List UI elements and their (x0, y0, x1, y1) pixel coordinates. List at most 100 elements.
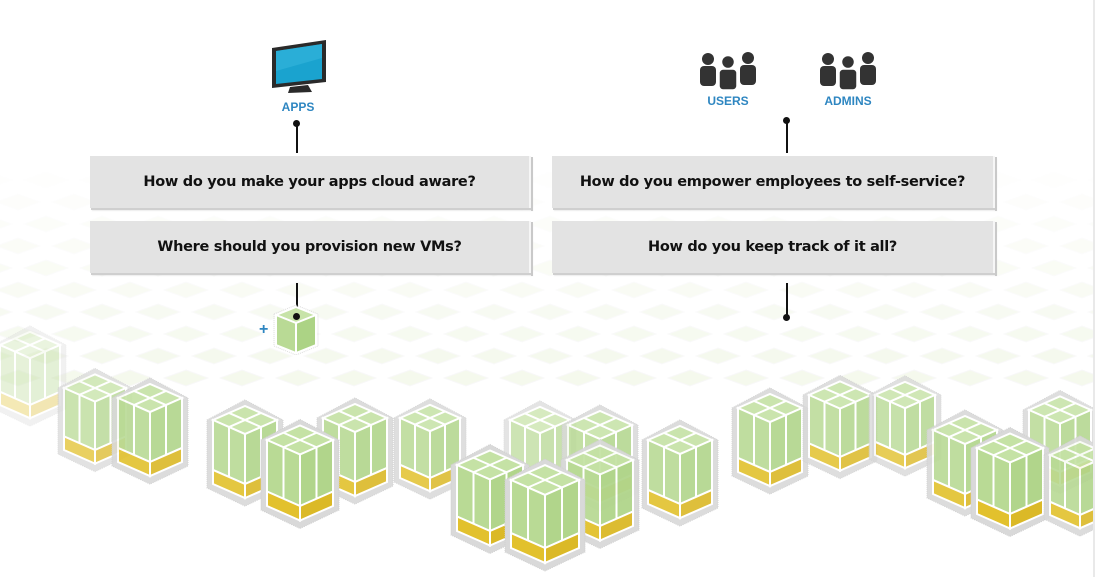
floor-tile (1002, 281, 1050, 299)
floor-tile (1058, 369, 1095, 387)
floor-tile (806, 303, 854, 321)
floor-tile (0, 369, 42, 387)
floor-tile (442, 369, 490, 387)
floor-tile (666, 281, 714, 299)
floor-tile (22, 215, 70, 233)
floor-tile (246, 347, 294, 365)
floor-tile (414, 303, 462, 321)
floor-tile (1002, 237, 1050, 255)
vm-connector-dot (293, 313, 300, 320)
floor-tile (162, 369, 210, 387)
floor-tile (554, 369, 602, 387)
floor-tile (302, 347, 350, 365)
server-cube (393, 398, 467, 500)
server-cube (970, 426, 1050, 538)
floor-tile (358, 347, 406, 365)
floor-tile (78, 303, 126, 321)
floor-tile (778, 369, 826, 387)
floor-tile (0, 351, 14, 361)
server-cube (731, 387, 809, 495)
floor-tile (1030, 259, 1078, 277)
floor-tile (862, 303, 910, 321)
floor-tile (50, 281, 98, 299)
floor-tile (386, 281, 434, 299)
floor-tile (694, 303, 742, 321)
floor-tile (470, 303, 518, 321)
server-cube (260, 418, 340, 530)
vm-connector-line (296, 283, 298, 315)
floor-tile (190, 347, 238, 365)
floor-tile (610, 281, 658, 299)
question-text: How do you keep track of it all? (647, 239, 898, 255)
floor-tile (498, 281, 546, 299)
floor-tile (218, 369, 266, 387)
question-text: How do you empower employees to self-ser… (579, 174, 966, 190)
floor-tile (722, 281, 770, 299)
floor-tile (1002, 325, 1050, 343)
floor-tile (50, 193, 98, 211)
floor-tile (106, 325, 154, 343)
server-cube-cluster (0, 325, 1095, 572)
floor-tile (386, 369, 434, 387)
floor-tile (526, 303, 574, 321)
floor-tile (330, 369, 378, 387)
floor-tile (834, 281, 882, 299)
users-connector-line (786, 120, 788, 153)
users-label: USERS (707, 94, 749, 108)
floor-tile (134, 347, 182, 365)
floor-tile (750, 347, 798, 365)
floor-tile (722, 369, 770, 387)
floor-tile (1058, 193, 1095, 211)
floor-tile (638, 303, 686, 321)
question-box-provision-vms: Where should you provision new VMs? (90, 221, 533, 276)
floor-tile (162, 281, 210, 299)
floor-tile (526, 347, 574, 365)
server-cube (111, 377, 189, 485)
floor-tile (386, 325, 434, 343)
floor-tile (0, 193, 42, 211)
floor-tile (1030, 303, 1078, 321)
floor-tile (50, 237, 98, 255)
floor-tile (442, 325, 490, 343)
floor-tile (0, 307, 14, 317)
question-text: Where should you provision new VMs? (157, 239, 462, 255)
server-cube (504, 458, 586, 572)
admins-node: ADMINS (808, 52, 888, 108)
floor-tile (1058, 237, 1095, 255)
floor-tile (22, 303, 70, 321)
floor-tile (50, 325, 98, 343)
floor-tile (946, 281, 994, 299)
floor-tile (834, 325, 882, 343)
monitor-icon (272, 40, 326, 93)
floor-tile (498, 325, 546, 343)
floor-tile (1058, 281, 1095, 299)
floor-tile (778, 325, 826, 343)
floor-tile (0, 175, 14, 185)
floor-tile (0, 325, 42, 343)
server-cube (641, 419, 719, 527)
floor-tile (666, 369, 714, 387)
question-box-keep-track: How do you keep track of it all? (552, 221, 997, 276)
floor-tile (722, 325, 770, 343)
floor-tile (610, 369, 658, 387)
floor-tile (1002, 369, 1050, 387)
apps-node: APPS (262, 38, 334, 114)
right-edge-strip (1093, 0, 1095, 577)
question-box-apps-cloud-aware: How do you make your apps cloud aware? (90, 156, 533, 211)
server-cube (1043, 435, 1095, 537)
floor-tile (358, 303, 406, 321)
floor-tile (918, 347, 966, 365)
floor-tile (890, 325, 938, 343)
floor-tile (890, 281, 938, 299)
floor-tile (1030, 215, 1078, 233)
floor-tile (918, 303, 966, 321)
floor-tile (610, 325, 658, 343)
floor-tile (470, 347, 518, 365)
add-vm-plus-icon: + (259, 321, 269, 338)
floor-tile (0, 219, 14, 229)
floor-tile (946, 325, 994, 343)
floor-tile (638, 347, 686, 365)
tracking-connector-line (786, 283, 788, 317)
floor-tile (134, 303, 182, 321)
floor-tile (190, 303, 238, 321)
